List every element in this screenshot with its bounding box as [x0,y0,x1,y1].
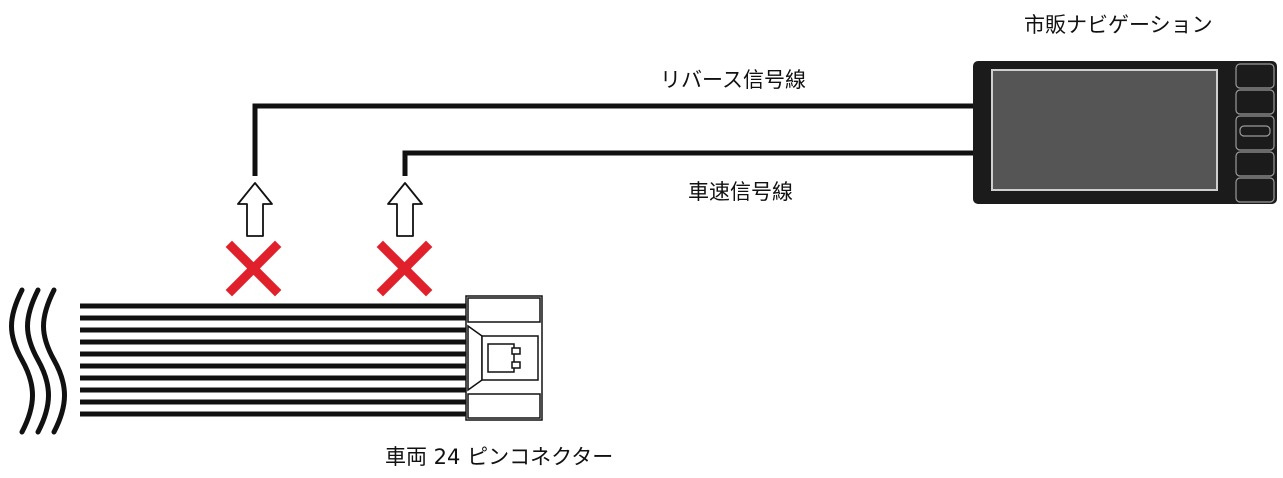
connector-icon [465,295,543,421]
reverse-signal-wire [252,103,975,176]
navigation-label: 市販ナビゲーション [1024,13,1213,37]
up-arrow-icon [237,182,273,237]
speed-signal-wire [402,150,975,176]
navigation-unit-icon [973,61,1277,204]
cross-icon [376,240,433,297]
squiggle-icon [9,287,67,435]
connector-label: 車両 24 ピンコネクター [385,445,614,469]
speed-signal-label: 車速信号線 [688,180,793,204]
harness-wires [80,303,468,417]
cross-icon [225,240,282,297]
reverse-signal-label: リバース信号線 [660,68,806,92]
up-arrow-icon [387,182,423,237]
